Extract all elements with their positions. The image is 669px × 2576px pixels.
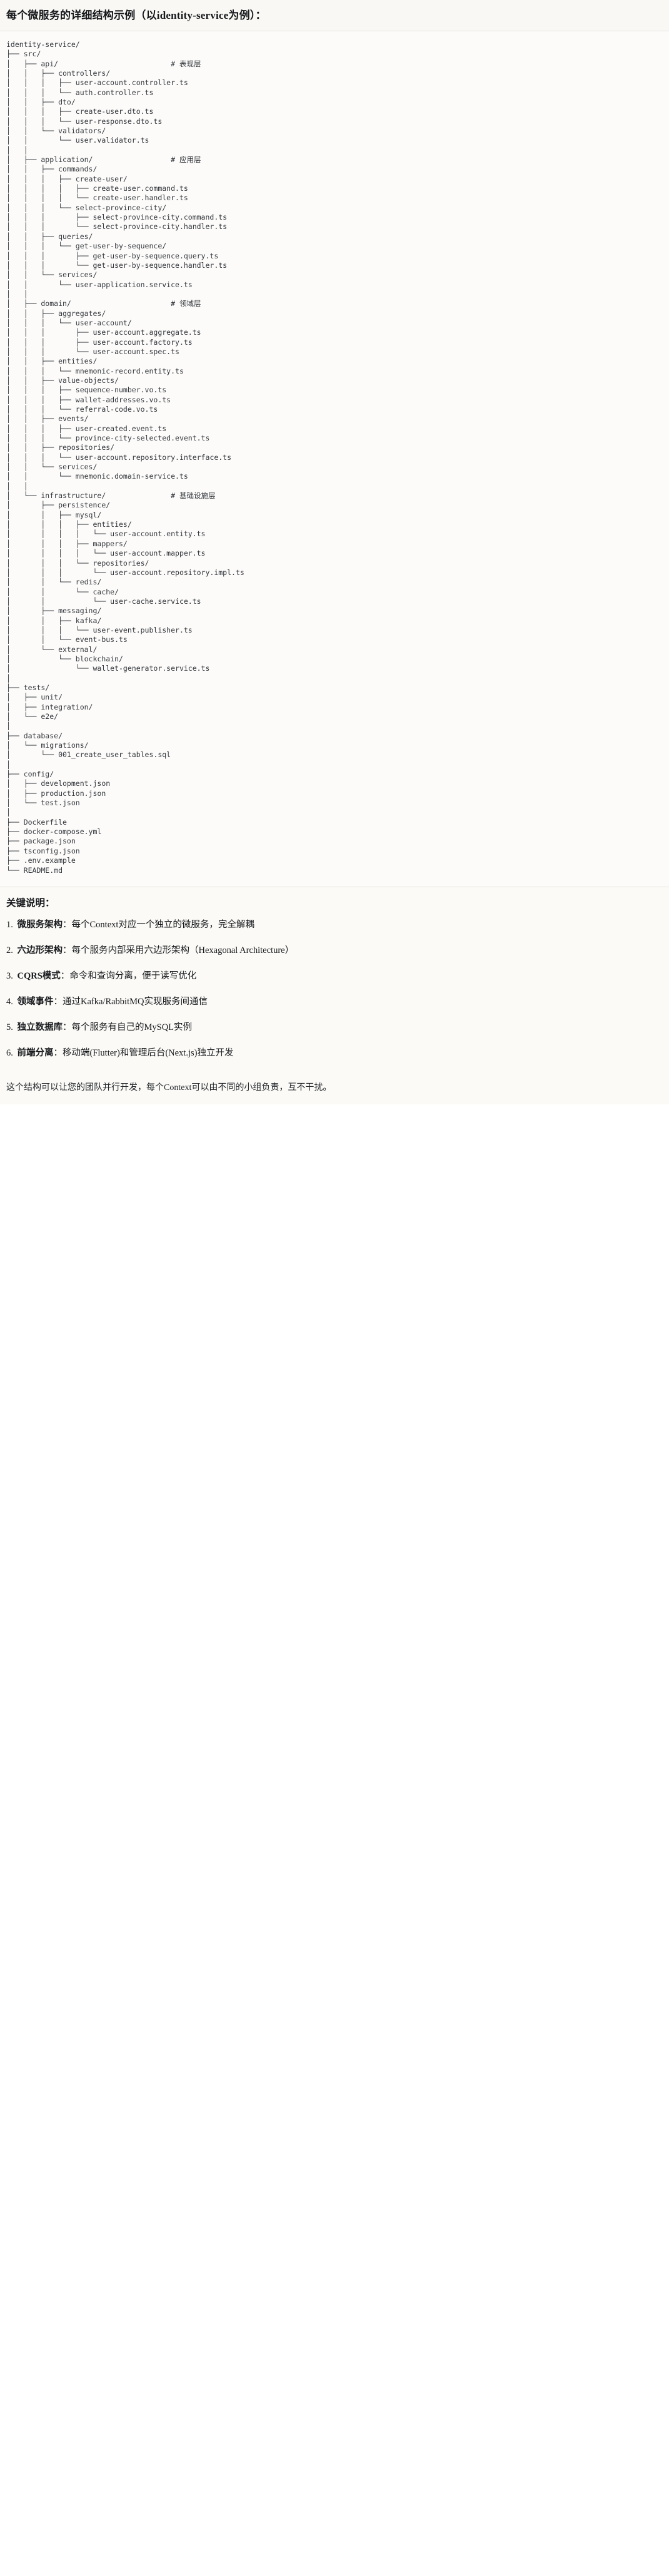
note-term: 六边形架构 bbox=[17, 945, 63, 955]
note-term: 微服务架构 bbox=[17, 919, 63, 930]
note-separator: ： bbox=[53, 1048, 63, 1059]
note-description: 移动端(Flutter)和管理后台(Next.js)独立开发 bbox=[63, 1048, 234, 1059]
note-item: 独立数据库：每个服务有自己的MySQL实例 bbox=[6, 1021, 663, 1034]
key-notes-title: 关键说明： bbox=[6, 897, 55, 909]
note-separator: ： bbox=[63, 1022, 72, 1033]
note-term: 领域事件 bbox=[17, 997, 54, 1007]
note-separator: ： bbox=[63, 919, 72, 930]
note-description: 通过Kafka/RabbitMQ实现服务间通信 bbox=[63, 997, 208, 1007]
page-heading-band: 每个微服务的详细结构示例（以identity-service为例）： bbox=[0, 0, 669, 31]
note-item: 微服务架构：每个Context对应一个独立的微服务，完全解耦 bbox=[6, 919, 663, 932]
page-title: 每个微服务的详细结构示例（以identity-service为例）： bbox=[6, 9, 266, 21]
document-page: 每个微服务的详细结构示例（以identity-service为例）： ident… bbox=[0, 0, 669, 1105]
directory-tree-block: identity-service/ ├── src/ │ ├── api/ # … bbox=[0, 31, 669, 887]
key-notes-section: 关键说明： 微服务架构：每个Context对应一个独立的微服务，完全解耦 六边形… bbox=[0, 886, 669, 1076]
note-description: 每个服务内部采用六边形架构（Hexagonal Architecture） bbox=[71, 945, 294, 955]
note-item: CQRS模式：命令和查询分离，便于读写优化 bbox=[6, 970, 663, 983]
key-notes-list: 微服务架构：每个Context对应一个独立的微服务，完全解耦 六边形架构：每个服… bbox=[6, 919, 663, 1060]
note-term: 独立数据库 bbox=[17, 1022, 63, 1033]
note-term: 前端分离 bbox=[17, 1048, 54, 1059]
note-item: 前端分离：移动端(Flutter)和管理后台(Next.js)独立开发 bbox=[6, 1047, 663, 1060]
note-description: 命令和查询分离，便于读写优化 bbox=[69, 971, 197, 982]
note-description: 每个Context对应一个独立的微服务，完全解耦 bbox=[71, 919, 254, 930]
note-term: CQRS模式 bbox=[17, 971, 61, 982]
note-separator: ： bbox=[60, 971, 70, 982]
note-description: 每个服务有自己的MySQL实例 bbox=[71, 1022, 193, 1033]
note-separator: ： bbox=[63, 945, 72, 955]
note-separator: ： bbox=[53, 997, 63, 1007]
closing-paragraph: 这个结构可以让您的团队并行开发，每个Context可以由不同的小组负责，互不干扰… bbox=[0, 1075, 669, 1105]
directory-tree: identity-service/ ├── src/ │ ├── api/ # … bbox=[6, 39, 244, 875]
note-item: 领域事件：通过Kafka/RabbitMQ实现服务间通信 bbox=[6, 995, 663, 1009]
note-item: 六边形架构：每个服务内部采用六边形架构（Hexagonal Architectu… bbox=[6, 944, 663, 957]
